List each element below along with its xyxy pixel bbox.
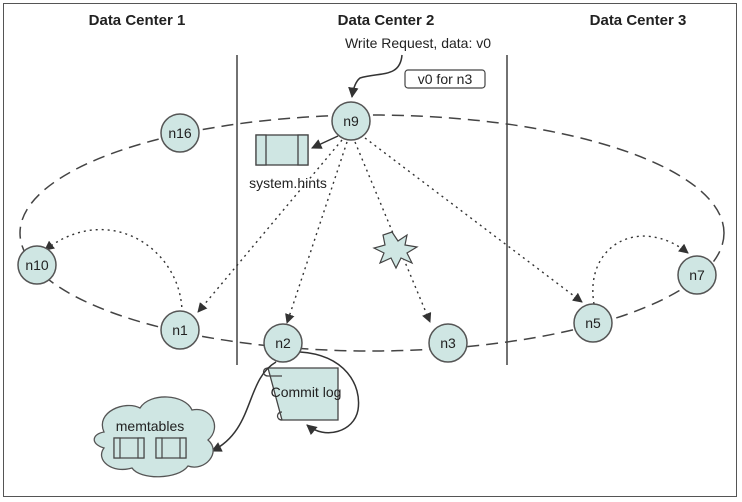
node-n1: n1 <box>160 310 200 350</box>
replica-arrow-n2 <box>285 141 348 324</box>
memtables-cloud <box>93 396 216 478</box>
memtables-label: memtables <box>116 418 184 434</box>
memtable-icons <box>113 437 187 459</box>
node-n2: n2 <box>263 323 303 363</box>
failure-burst-icon <box>372 231 419 270</box>
node-n3: n3 <box>428 323 468 363</box>
commit-log-label: Commit log <box>271 384 342 400</box>
hint-box-label: v0 for n3 <box>418 71 473 87</box>
dc3-title: Data Center 3 <box>590 12 687 29</box>
node-n10: n10 <box>17 245 57 285</box>
node-n7: n7 <box>677 255 717 295</box>
dc2-title: Data Center 2 <box>338 12 435 29</box>
commit-log-arrow <box>299 351 360 436</box>
replica-arrow-n1 <box>197 139 343 313</box>
svg-text:n3: n3 <box>440 335 456 351</box>
forward-arrow-n10 <box>44 229 183 314</box>
svg-text:n9: n9 <box>343 113 359 129</box>
replica-arrow-n5 <box>364 137 583 303</box>
node-n9: n9 <box>331 101 371 141</box>
write-request-arrow <box>348 54 403 99</box>
svg-text:n16: n16 <box>168 125 192 141</box>
system-hints-table-icon <box>255 134 309 166</box>
memtable-arrow <box>211 361 277 452</box>
hint-store-arrow <box>311 135 339 149</box>
system-hints-label: system.hints <box>249 175 327 191</box>
svg-text:n5: n5 <box>585 315 601 331</box>
svg-text:n7: n7 <box>689 267 705 283</box>
dc1-title: Data Center 1 <box>89 12 186 29</box>
svg-text:n1: n1 <box>172 322 188 338</box>
node-n5: n5 <box>573 303 613 343</box>
node-n16: n16 <box>160 113 200 153</box>
write-request-label: Write Request, data: v0 <box>345 35 491 51</box>
hint-box <box>404 69 486 89</box>
svg-text:n10: n10 <box>25 257 49 273</box>
forward-arrow-n7 <box>592 235 689 305</box>
token-ring <box>19 114 725 352</box>
svg-text:n2: n2 <box>275 335 291 351</box>
commit-log-icon <box>262 367 339 421</box>
